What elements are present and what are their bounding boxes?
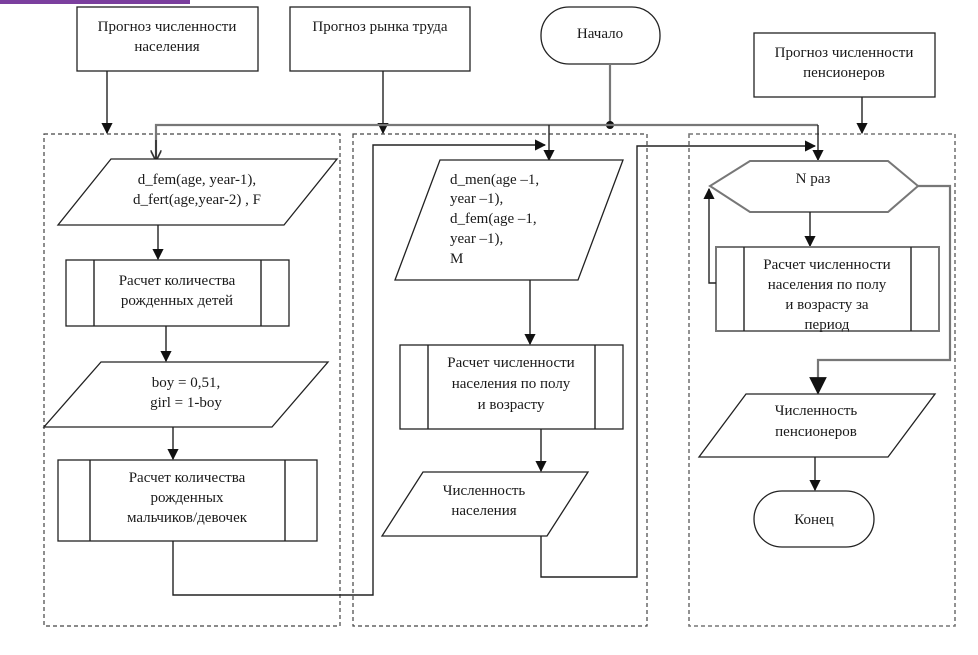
calc-period-line-2: населения по полу: [768, 277, 887, 293]
pensioners-forecast-line-1: Прогноз численности: [775, 45, 914, 61]
col1-input-line-2: d_fert(age,year-2) , F: [133, 192, 261, 208]
loop-back-arrow: [703, 187, 716, 284]
start-label: Начало: [577, 26, 623, 42]
pensioners-output-line-1: Численность: [775, 403, 858, 419]
calc-births-process: Расчет количества рожденных детей: [65, 259, 290, 327]
pensioners-forecast-line-2: пенсионеров: [803, 65, 885, 81]
calc-population-process: Расчет численности населения по полу и в…: [399, 344, 624, 430]
col1-input-line-1: d_fem(age, year-1),: [138, 172, 256, 188]
connector-col2-to-col3: [540, 140, 817, 578]
calc-period-line-3: и возрасту за: [785, 297, 869, 313]
calc-population-line-2: населения по полу: [452, 376, 571, 392]
col2-input-line-5: M: [450, 251, 463, 267]
calc-births-line-1: Расчет количества: [119, 273, 236, 289]
calc-boys-girls-line-2: рожденных: [151, 490, 224, 506]
calc-births-line-2: рожденных детей: [121, 293, 233, 309]
col2-input-line-4: year –1),: [450, 231, 503, 247]
col2-input-line-2: year –1),: [450, 191, 503, 207]
start-bus-line: [154, 123, 818, 160]
col2-input-parallelogram: d_men(age –1, year –1), d_fem(age –1, ye…: [394, 159, 624, 281]
end-label: Конец: [794, 512, 833, 528]
population-output-line-2: населения: [451, 503, 516, 519]
calc-boys-girls-process: Расчет количества рожденных мальчиков/де…: [57, 459, 318, 542]
calc-boys-girls-line-3: мальчиков/девочек: [127, 510, 248, 526]
population-forecast-line-1: Прогноз численности: [98, 19, 237, 35]
calc-population-line-3: и возрасту: [478, 397, 545, 413]
calc-period-line-1: Расчет численности: [763, 257, 890, 273]
end-terminator: Конец: [753, 490, 875, 548]
col1-input-parallelogram: d_fem(age, year-1), d_fert(age,year-2) ,…: [56, 158, 339, 226]
pensioners-output-line-2: пенсионеров: [775, 424, 857, 440]
calc-period-line-4: период: [805, 317, 850, 333]
col2-input-line-3: d_fem(age –1,: [450, 211, 537, 227]
population-output-line-1: Численность: [443, 483, 526, 499]
ratio-line-1: boy = 0,51,: [152, 375, 220, 391]
population-forecast-input-box: Прогноз численности населения: [76, 6, 259, 72]
pensioners-output-parallelogram: Численность пенсионеров: [697, 393, 937, 458]
loop-hexagon: N раз: [708, 160, 920, 213]
calc-population-line-1: Расчет численности: [447, 355, 574, 371]
ratio-line-2: girl = 1-boy: [150, 395, 222, 411]
population-forecast-line-2: населения: [134, 39, 199, 55]
module-pensioners-container: [688, 133, 956, 627]
pensioners-forecast-input-box: Прогноз численности пенсионеров: [753, 32, 936, 98]
ratio-parallelogram: boy = 0,51, girl = 1-boy: [42, 361, 330, 428]
accent-bar: [0, 0, 190, 4]
col2-input-line-1: d_men(age –1,: [450, 172, 539, 188]
population-output-parallelogram: Численность населения: [380, 471, 590, 537]
loop-exit-connector: [809, 184, 952, 395]
connector-col1-to-col2: [172, 139, 547, 596]
module-population-container: [352, 133, 648, 627]
loop-label: N раз: [796, 171, 831, 187]
start-terminator: Начало: [540, 6, 661, 65]
calc-period-process: Расчет численности населения по полу и в…: [715, 246, 940, 333]
module-births-container: [43, 133, 341, 627]
calc-boys-girls-line-1: Расчет количества: [129, 470, 246, 486]
labor-market-forecast-label: Прогноз рынка труда: [312, 19, 447, 35]
labor-market-forecast-input-box: Прогноз рынка труда: [289, 6, 471, 72]
